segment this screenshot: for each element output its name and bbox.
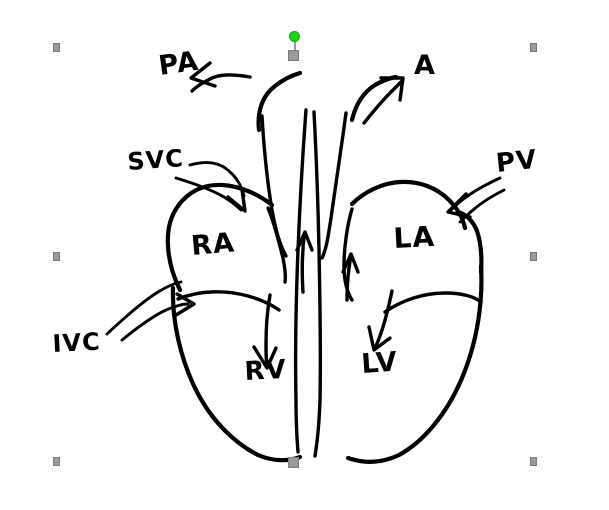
lv-to-aorta-arrow bbox=[341, 252, 360, 302]
great-vessels-group bbox=[256, 70, 399, 458]
ivc-in-arrow bbox=[105, 280, 196, 342]
diagram-labels-group: PA A SVC PV IVC RA LA RV LV bbox=[52, 46, 539, 387]
ivc-in-arrow-upper-stroke bbox=[105, 280, 183, 336]
handle-middle-right[interactable] bbox=[530, 252, 537, 261]
aorta-arch-curve bbox=[349, 74, 399, 123]
ra-to-rv-arrow-shaft bbox=[264, 293, 272, 368]
septum-line bbox=[312, 110, 323, 458]
right-ventricle-wall bbox=[170, 285, 303, 463]
label-rv: RV bbox=[244, 355, 288, 387]
handle-bottom-right[interactable] bbox=[530, 457, 537, 466]
pv-in-arrow-head bbox=[446, 192, 472, 219]
rv-to-pa-arrow-head bbox=[295, 230, 314, 252]
label-pa: PA bbox=[157, 46, 201, 82]
la-to-lv-arrow-head bbox=[367, 325, 392, 352]
pa-out-arrow-shaft bbox=[190, 73, 252, 93]
right-atrium-inner-margin bbox=[266, 206, 288, 284]
label-ra: RA bbox=[190, 227, 236, 262]
pulmonary-artery-curve bbox=[256, 70, 303, 133]
ivc-in-arrow-head bbox=[174, 292, 196, 317]
label-ivc: IVC bbox=[52, 328, 102, 358]
flow-arrows-group bbox=[105, 61, 506, 370]
right-av-groove bbox=[176, 290, 281, 312]
left-av-groove bbox=[383, 291, 483, 314]
la-to-lv-arrow-shaft bbox=[373, 289, 394, 350]
label-la: LA bbox=[393, 220, 436, 255]
right-atrium-wall bbox=[165, 182, 275, 293]
rotation-handle[interactable] bbox=[289, 31, 300, 42]
aorta-out-arrow-shaft bbox=[362, 79, 404, 125]
handle-top-right[interactable] bbox=[530, 43, 537, 52]
label-svc: SVC bbox=[126, 144, 184, 176]
label-a: A bbox=[414, 50, 436, 81]
rv-to-pa-arrow-shaft bbox=[300, 232, 307, 294]
svc-in-arrow-lower-stroke bbox=[174, 176, 243, 212]
pv-in-arrow-lower-stroke bbox=[458, 188, 506, 224]
handle-bottom-left[interactable] bbox=[53, 457, 60, 466]
la-to-lv-arrow bbox=[367, 289, 394, 352]
aorta-out-arrow-head bbox=[379, 76, 405, 102]
label-lv: LV bbox=[360, 347, 398, 380]
handle-middle-left[interactable] bbox=[53, 252, 60, 261]
pulmonary-artery-right-wall bbox=[260, 114, 288, 258]
svc-in-arrow-head bbox=[226, 188, 247, 213]
handle-top-left[interactable] bbox=[53, 43, 60, 52]
label-pv: PV bbox=[495, 145, 539, 179]
rv-to-pa-arrow bbox=[295, 230, 314, 294]
handle-top-center[interactable] bbox=[288, 50, 299, 61]
aorta-out-arrow bbox=[362, 76, 405, 125]
ra-to-rv-arrow bbox=[252, 293, 278, 370]
ra-to-rv-arrow-head bbox=[252, 345, 278, 370]
pulmonary-artery-left-wall bbox=[293, 108, 308, 454]
handle-bottom-center[interactable] bbox=[288, 457, 299, 468]
pv-in-arrow-upper-stroke bbox=[449, 176, 502, 212]
svc-in-arrow bbox=[174, 161, 247, 213]
pa-out-arrow-head bbox=[189, 61, 217, 88]
left-ventricle-wall bbox=[345, 263, 484, 464]
lv-to-aorta-arrow-head bbox=[341, 252, 360, 274]
ivc-in-arrow-lower-stroke bbox=[120, 302, 190, 342]
pv-in-arrow bbox=[446, 176, 506, 224]
pa-out-arrow bbox=[189, 61, 252, 93]
right-heart-outline bbox=[165, 182, 303, 463]
aorta-right-wall bbox=[320, 111, 348, 260]
rotation-handle-stem bbox=[294, 40, 296, 53]
